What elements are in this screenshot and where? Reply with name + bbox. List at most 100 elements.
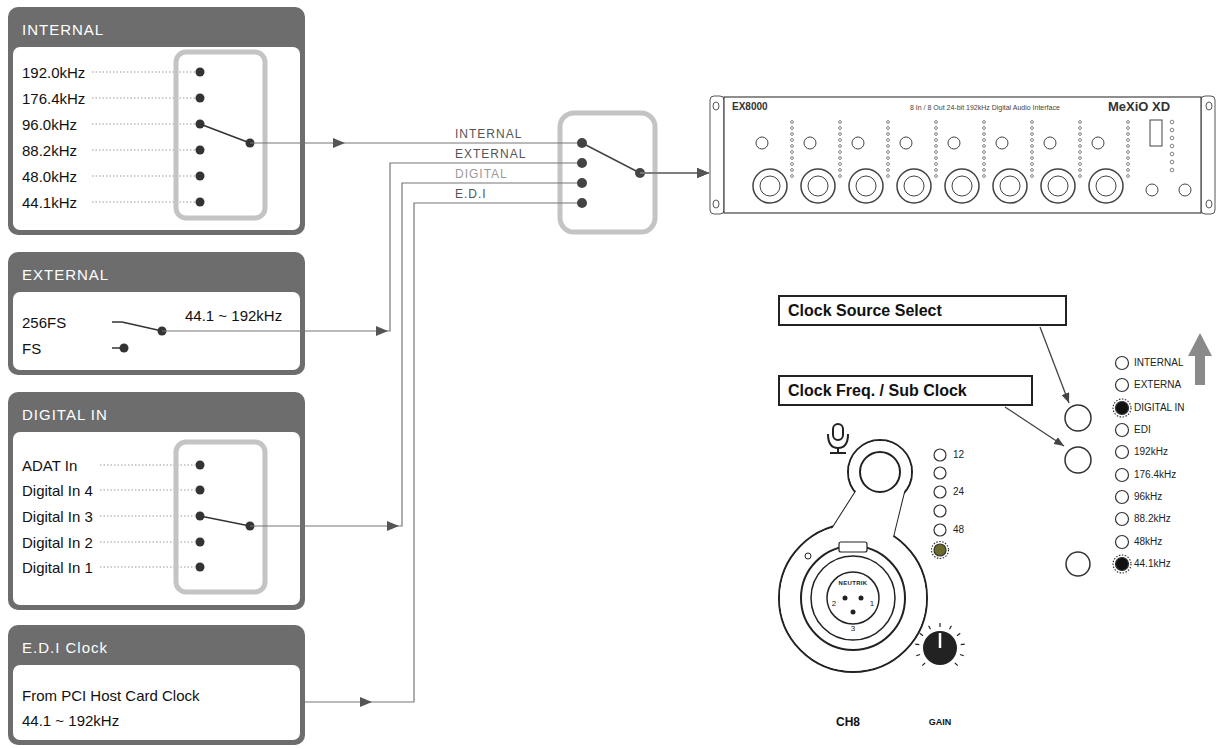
internal-switch [196,198,205,207]
channel-jack [1000,176,1020,196]
channel-jack [808,176,828,196]
internal-switch [196,146,205,155]
leader-arrow [1005,407,1064,446]
external-switch [112,347,120,349]
connector [305,173,709,526]
meter-led [983,145,986,148]
channel-outline [780,525,926,671]
internal-selector [92,202,195,203]
meter-led [791,121,794,124]
status-led [1116,558,1129,571]
meter-led [791,175,794,178]
status-led [1113,399,1131,417]
knob-tick [915,643,919,645]
panel-text: 192.0kHz [22,64,85,81]
meter-led [1031,163,1034,166]
device-front-panel [713,102,719,110]
meter-led [887,163,890,166]
meter-led [839,133,842,136]
meter-led [791,163,794,166]
meter-led [839,127,842,130]
status-led [1116,536,1129,549]
knob-tick [950,626,952,630]
panel-heading: E.D.I Clock [22,639,108,656]
xlr-combo-jack [827,572,879,624]
clock-source-switch [582,143,640,173]
external-switch [120,344,129,353]
device-front-panel [1206,200,1212,208]
panel-text: EX8000 [732,101,768,112]
panel-text: FS [22,340,41,357]
xlr-combo-jack [811,556,895,640]
meter-led [839,157,842,160]
external-switch [122,322,162,331]
meter-led [1079,127,1082,130]
external-switch [112,321,122,323]
meter-led [935,139,938,142]
arrowhead [387,521,399,531]
meter-led [935,151,938,154]
meter-led [935,169,938,172]
meter-led [935,157,938,160]
internal-switch [196,94,205,103]
panel-text: 88.2kHz [22,142,77,159]
status-led [1116,513,1129,526]
gain-knob [923,631,957,665]
meter-led [1127,121,1130,124]
digital-selector [100,542,195,543]
panel-text: 8 In / 8 Out 24-bit 192kHz Digital Audio… [910,104,1060,111]
gain-led [934,524,946,536]
channel-outline [830,484,906,537]
connector-marking: NEUTRIK [839,580,868,586]
panel-text: Digital In 1 [22,559,93,576]
panel-shape [8,252,305,375]
gain-scale: 12 [953,450,964,460]
panel-text: 256FS [22,314,66,331]
knob-tick [957,633,960,635]
gain-scale: 48 [953,525,964,535]
panel-text: 96.0kHz [22,116,77,133]
panel-shape [8,625,305,745]
led-label: 192kHz [1134,447,1168,457]
digital-switch [196,563,205,572]
connector-group [305,163,709,336]
mic-symbol [830,452,846,454]
channel-knob [756,137,768,149]
status-led [1170,120,1174,124]
device-front-panel [724,97,1201,213]
status-led [1113,555,1131,573]
meter-led [791,127,794,130]
knob-tick [961,643,965,645]
meter-led [983,163,986,166]
clock-source-panel: E.D.I ClockFrom PCI Host Card Clock 44.1… [8,625,305,745]
gain-led [934,505,946,517]
meter-led [1127,151,1130,154]
meter-led [887,151,890,154]
connector-marking: 3 [851,625,855,633]
xlr-combo-jack [843,596,848,601]
meter-led [983,121,986,124]
panel-heading: EXTERNAL [22,266,109,283]
led-label: 88.2kHz [1134,514,1171,524]
meter-led [1127,163,1130,166]
channel-jack [760,176,780,196]
xlr-combo-jack [859,596,864,601]
audio-interface: EX8000 8 In / 8 Out 24-bit 192kHz Digital… [710,95,1215,217]
mic-symbol [828,434,848,448]
status-led [1170,168,1174,172]
meter-led [1079,145,1082,148]
meter-led [935,163,938,166]
digital-selector [100,465,195,567]
panel-heading: INTERNAL [22,21,104,38]
panel-text: Digital In 2 [22,534,93,551]
panel-text: 176.4kHz [22,90,85,107]
meter-led [1031,139,1034,142]
knob-tick [922,663,925,666]
panel-text: 44.1kHz [22,194,77,211]
connector-marking: 1 [870,600,874,608]
panel-button [1065,447,1091,473]
panel-text: ADAT In [22,457,77,474]
meter-led [1127,145,1130,148]
meter-led [839,139,842,142]
